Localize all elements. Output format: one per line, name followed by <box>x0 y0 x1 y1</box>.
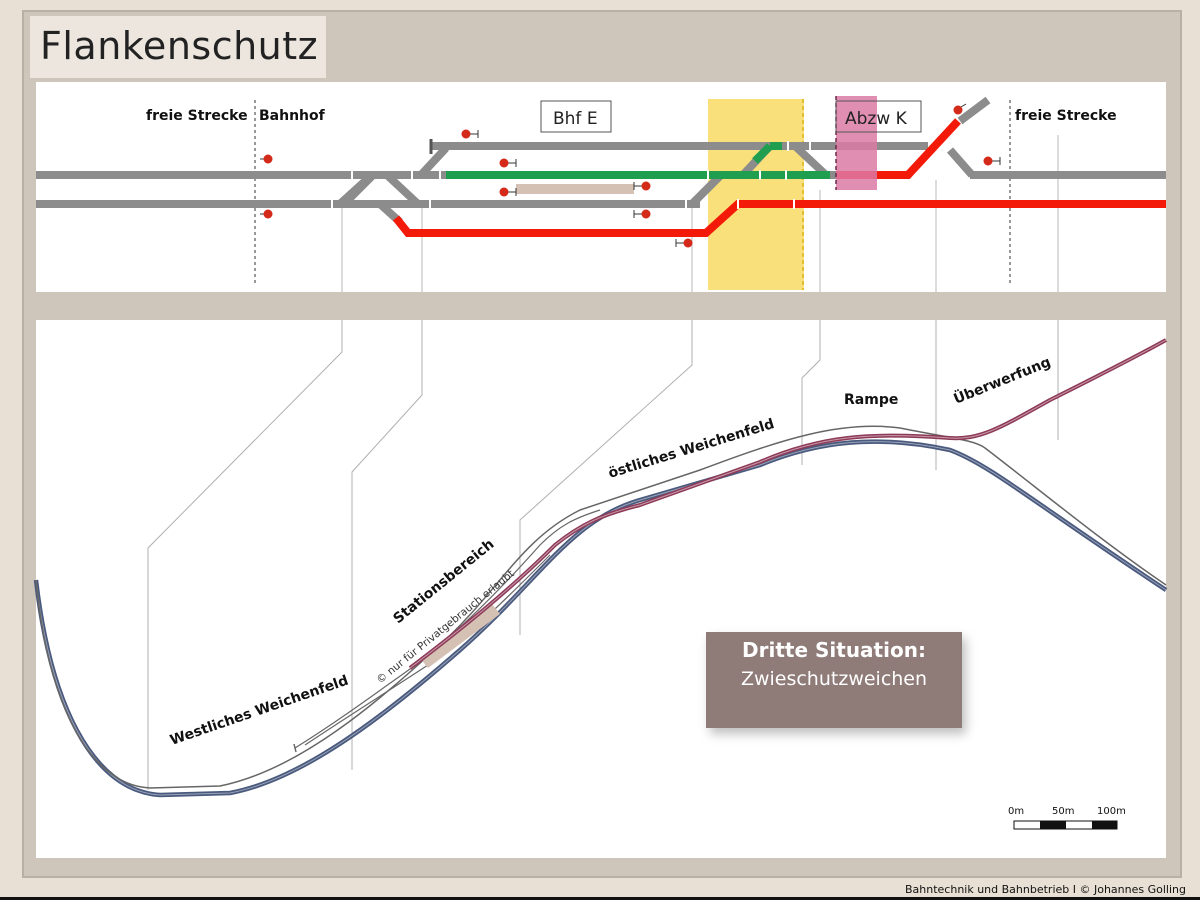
track-joints <box>331 141 811 209</box>
top-guide-lines <box>341 135 1059 292</box>
route-red <box>392 200 1166 237</box>
signal-icon <box>953 103 967 115</box>
label-bhf-e: Bhf E <box>553 109 598 129</box>
signal-icon <box>983 156 1001 166</box>
label-rampe: Rampe <box>844 392 898 408</box>
line-gray-outer <box>35 425 1167 789</box>
signal-icon <box>461 129 479 139</box>
title-box <box>30 16 326 78</box>
label-freie-strecke-right: freie Strecke <box>1015 108 1117 124</box>
signal-icon <box>499 187 517 197</box>
label-westliches-weichenfeld: Westliches Weichenfeld <box>168 673 350 749</box>
footer-credit: Bahntechnik und Bahnbetrieb I © Johannes… <box>904 883 1186 896</box>
box-bhf-e <box>540 100 612 133</box>
scale-label-0: 0m <box>1008 806 1024 817</box>
signal-icon <box>633 181 651 191</box>
situation-info-box: Dritte Situation: Zwieschutzweichen <box>706 632 962 728</box>
signal-icon <box>499 158 517 168</box>
scale-bar: 0m 50m 100m <box>1008 806 1126 830</box>
scale-label-50: 50m <box>1052 806 1074 817</box>
bottom-border <box>0 897 1200 900</box>
platform-top <box>516 184 634 194</box>
signal-icon <box>260 209 273 219</box>
signals <box>260 103 1001 248</box>
info-box-title: Dritte Situation: <box>742 638 926 662</box>
label-freie-strecke-left: freie Strecke <box>146 108 248 124</box>
highlight-zone-pink <box>836 96 877 190</box>
signal-icon <box>260 154 273 164</box>
label-abzw-k: Abzw K <box>845 109 908 129</box>
section-dividers <box>254 100 1011 285</box>
highlight-zone-yellow <box>708 99 804 290</box>
line-maroon <box>408 338 1167 670</box>
scale-label-100: 100m <box>1097 806 1126 817</box>
platform-map <box>420 604 500 668</box>
box-abzw-k <box>835 100 922 133</box>
map-panel <box>36 320 1166 858</box>
line-blue <box>33 439 1168 798</box>
route-green-branch <box>752 143 773 164</box>
label-ueberwerfung: Überwerfung <box>951 352 1053 407</box>
signal-icon <box>675 238 693 248</box>
signal-icon <box>633 209 651 219</box>
info-box-subtitle: Zwieschutzweichen <box>740 668 928 690</box>
label-oestliches-weichenfeld: östliches Weichenfeld <box>606 416 776 482</box>
label-bahnhof: Bahnhof <box>259 108 326 124</box>
slide-title: Flankenschutz <box>40 24 319 68</box>
